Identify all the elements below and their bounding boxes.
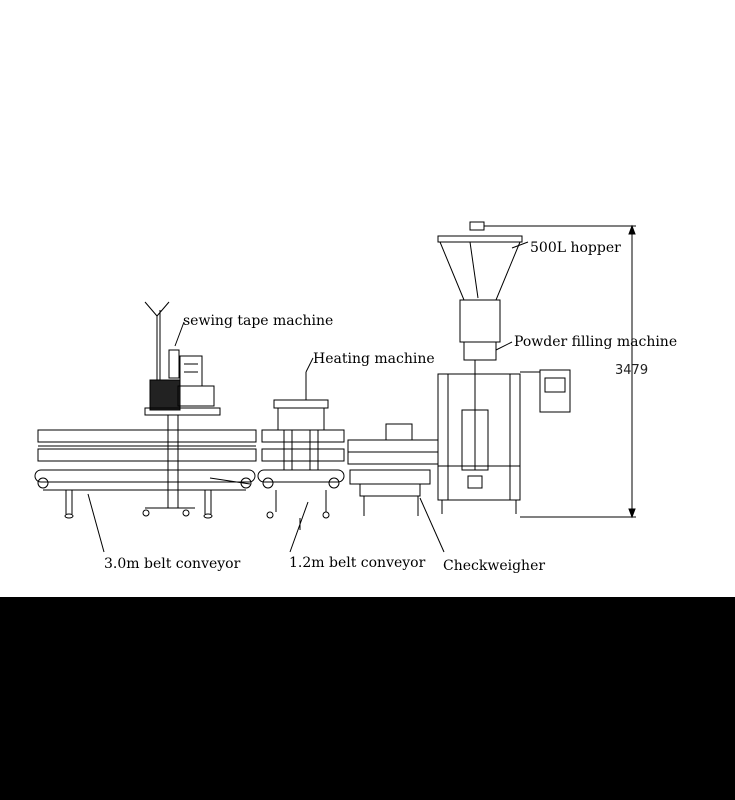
label-1-2m-belt-conveyor: 1.2m belt conveyor [289, 555, 426, 571]
leader-lines [87, 241, 529, 553]
height-dimension-line [484, 224, 636, 519]
label-3m-belt-conveyor: 3.0m belt conveyor [104, 556, 241, 572]
checkweigher [347, 423, 439, 516]
heating-machine [273, 372, 329, 470]
black-band [0, 597, 735, 800]
belt-conveyor-3m [34, 429, 257, 519]
label-checkweigher: Checkweigher [443, 558, 545, 574]
powder-filling-machine [437, 221, 571, 514]
label-500l-hopper: 500L hopper [530, 240, 621, 256]
dimension-height-value: 3479 [615, 363, 648, 378]
label-heating-machine: Heating machine [313, 351, 435, 367]
label-powder-filling-machine: Powder filling machine [514, 334, 677, 350]
label-sewing-tape-machine: sewing tape machine [183, 313, 333, 329]
belt-conveyor-1-2m [257, 429, 345, 530]
sewing-tape-machine [142, 301, 221, 517]
